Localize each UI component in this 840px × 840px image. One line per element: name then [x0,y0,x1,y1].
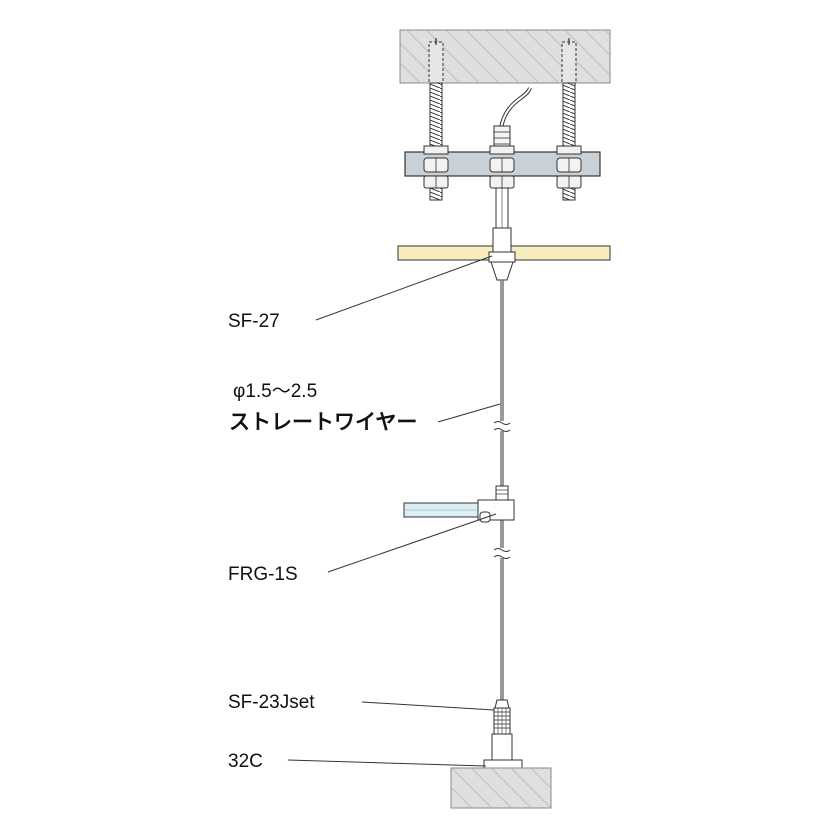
leader-sf23jset [361,701,495,711]
plate-nut-left [423,157,449,173]
sf23jset-tensioner [493,699,511,735]
top-nuts [423,145,582,155]
leader-32c [287,759,487,767]
label-32c: 32C [228,751,263,772]
leader-frg1s [327,513,497,573]
label-wire-name: ストレートワイヤー [229,410,417,434]
plate-nut-right [556,157,582,173]
32c-floor-base [483,733,523,769]
anchor-bolt-left [428,38,444,84]
label-frg1s: FRG-1S [228,564,298,585]
wire-break-mark-upper [493,421,511,432]
glass-shelf [403,502,497,518]
sf27-fitting [488,227,516,281]
label-sf23jset: SF-23Jset [228,692,315,713]
frg1s-holder [477,485,515,523]
center-hanger-tube [495,187,509,229]
leader-lines [287,255,501,767]
anchor-bolt-right [561,38,577,84]
leader-sf27 [315,255,493,321]
plate-nut-center [489,157,515,173]
bottom-nuts [423,175,582,189]
label-wire-diameter: φ1.5〜2.5 [233,381,317,402]
label-sf27: SF-27 [228,311,280,332]
leader-wire [437,403,501,423]
wire-break-mark-lower [493,548,511,559]
floor-slab [450,767,552,809]
